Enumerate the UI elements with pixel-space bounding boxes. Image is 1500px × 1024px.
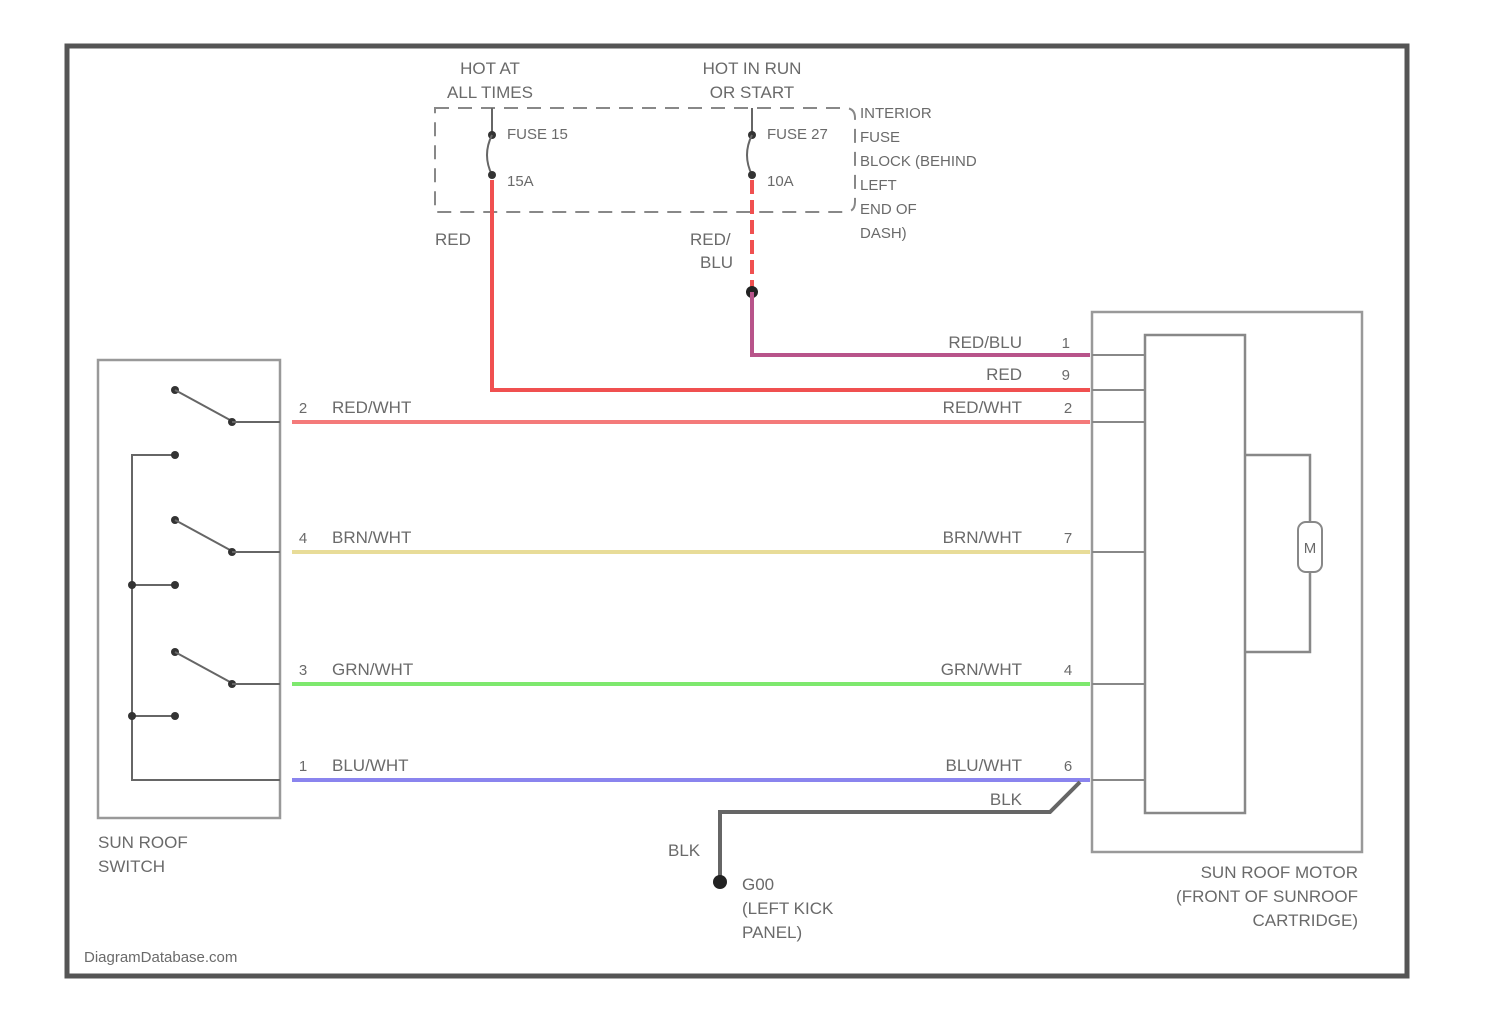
fuse-15-rating: 15A [507, 173, 534, 190]
ground-wire-label: BLK [668, 841, 701, 860]
motor-wire-1-label: RED/BLU [948, 333, 1022, 352]
fuse-block-label-line6: DASH) [860, 225, 907, 242]
motor-symbol: M [1304, 540, 1317, 557]
switch-wire-3-right-label: GRN/WHT [941, 660, 1022, 679]
hot-at-all-times-line2: ALL TIMES [447, 83, 533, 102]
switch-wire-2-left-label: BRN/WHT [332, 528, 411, 547]
switch-wire-3-left-pin: 3 [299, 662, 307, 679]
red-blu-label-line1: RED/ [690, 230, 731, 249]
switch-wire-2-right-label: BRN/WHT [943, 528, 1022, 547]
ground-point [713, 875, 727, 889]
fuse-27-rating: 10A [767, 173, 794, 190]
ground-wire-label-right: BLK [990, 790, 1023, 809]
fuse-27: FUSE 27 10A [747, 108, 828, 190]
switch-wire-group: 2 RED/WHT RED/WHT 2 4 BRN/WHT BRN/WHT 7 3 GRN/WHT… [292, 398, 1090, 780]
ground-wire [720, 782, 1080, 882]
motor-wire-2-label: RED [986, 365, 1022, 384]
switch-wire-4-right-pin: 6 [1064, 758, 1072, 775]
motor-label-line2: (FRONT OF SUNROOF [1176, 887, 1358, 906]
red-feed-label: RED [435, 230, 471, 249]
watermark: DiagramDatabase.com [84, 949, 237, 966]
fuse-15-name: FUSE 15 [507, 126, 568, 143]
switch-wire-4-right-label: BLU/WHT [946, 756, 1023, 775]
switch-label-line1: SUN ROOF [98, 833, 188, 852]
motor-wire-2-pin: 9 [1062, 367, 1070, 384]
fuse-block-label-line3: BLOCK (BEHIND [860, 153, 977, 170]
switch-wire-2-right-pin: 7 [1064, 530, 1072, 547]
hot-in-run-line2: OR START [710, 83, 794, 102]
switch-wire-1-right-label: RED/WHT [943, 398, 1022, 417]
switch-wire-4-left-pin: 1 [299, 758, 307, 775]
fuse-27-name: FUSE 27 [767, 126, 828, 143]
sun-roof-switch [98, 360, 280, 818]
ground-label-line1: G00 [742, 875, 774, 894]
fuse-15: FUSE 15 15A [487, 108, 568, 190]
switch-wire-3-right-pin: 4 [1064, 662, 1072, 679]
switch-wire-1-left-label: RED/WHT [332, 398, 411, 417]
switch-wire-1-left-pin: 2 [299, 400, 307, 417]
motor-wire-1-pin: 1 [1062, 335, 1070, 352]
red-blu-feed-wire [752, 292, 1090, 355]
ground-label-line3: PANEL) [742, 923, 802, 942]
switch-wire-2-left-pin: 4 [299, 530, 307, 547]
switch-wire-1-right-pin: 2 [1064, 400, 1072, 417]
switch-label-line2: SWITCH [98, 857, 165, 876]
sun-roof-motor: M [1092, 312, 1362, 852]
fuse-block-label-line5: END OF [860, 201, 917, 218]
fuse-block-label: INTERIOR FUSE BLOCK (BEHIND LEFT END OF … [860, 105, 977, 242]
fuse-block-label-line1: INTERIOR [860, 105, 932, 122]
red-blu-label-line2: BLU [700, 253, 733, 272]
switch-wire-4-left-label: BLU/WHT [332, 756, 409, 775]
switch-wire-3-left-label: GRN/WHT [332, 660, 413, 679]
hot-at-all-times-line1: HOT AT [460, 59, 520, 78]
fuse-block-label-line2: FUSE [860, 129, 900, 146]
diagram-frame [67, 46, 1407, 976]
motor-label-line1: SUN ROOF MOTOR [1201, 863, 1358, 882]
hot-in-run-line1: HOT IN RUN [703, 59, 802, 78]
motor-label-line3: CARTRIDGE) [1253, 911, 1358, 930]
fuse-block-outline [435, 108, 855, 212]
fuse-block-label-line4: LEFT [860, 177, 897, 194]
ground-label-line2: (LEFT KICK [742, 899, 834, 918]
